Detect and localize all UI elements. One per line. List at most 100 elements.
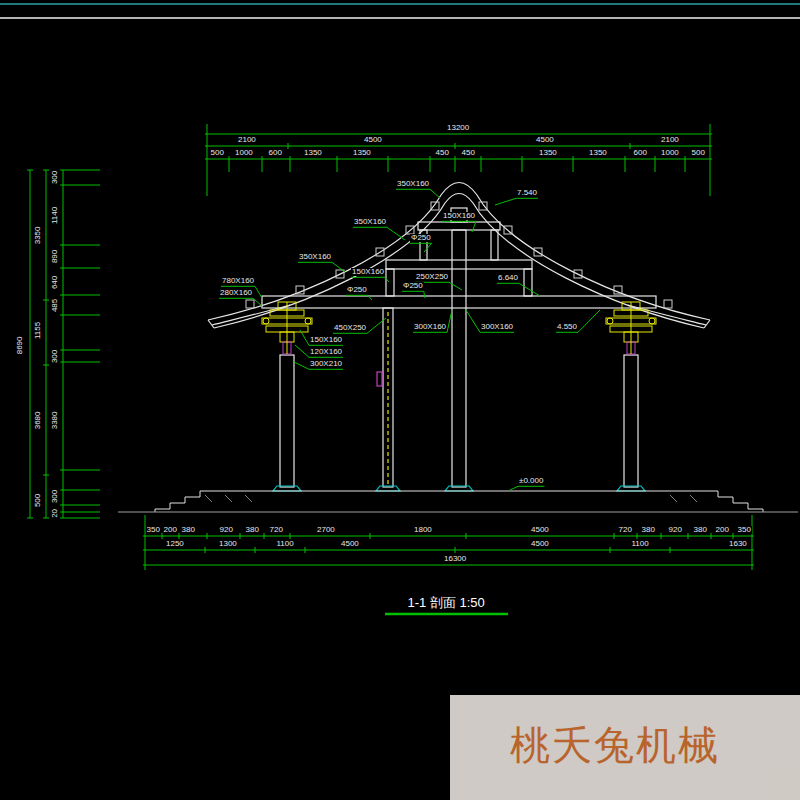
dimension-text: 350 xyxy=(737,526,752,535)
purlin-section xyxy=(431,202,439,210)
timber-frame xyxy=(418,222,500,230)
purlin-section xyxy=(246,202,672,308)
member-callout: 300X210 xyxy=(309,360,343,369)
dimension-lines xyxy=(60,170,100,518)
dimension-text: 20 xyxy=(51,507,60,518)
dimension-text: 2700 xyxy=(316,526,336,535)
member-callout: Φ250 xyxy=(410,234,432,243)
member-callout: 280X160 xyxy=(219,289,253,298)
member-callout: 350X160 xyxy=(396,180,430,189)
dimension-text: 1350 xyxy=(538,149,558,158)
sheet-frame xyxy=(0,4,800,18)
dimension-lines xyxy=(27,124,754,614)
leader-line xyxy=(410,243,432,252)
member-callout: 7.540 xyxy=(516,189,538,198)
purlin-section xyxy=(376,248,384,256)
platform xyxy=(205,495,697,502)
timber-frame xyxy=(491,230,498,260)
bracket-set xyxy=(631,302,632,354)
dimension-text: 8690 xyxy=(16,335,25,355)
dimension-text: 720 xyxy=(618,526,633,535)
dimension-text: 3350 xyxy=(34,225,43,245)
platform xyxy=(118,491,798,512)
dimension-text: 3380 xyxy=(51,410,60,430)
leader-line xyxy=(510,486,544,490)
leader-line xyxy=(413,310,452,332)
dimension-text: 1155 xyxy=(34,320,43,339)
dimension-text: 380 xyxy=(181,526,196,535)
sheet-frame xyxy=(0,17,800,19)
dimension-text: 3680 xyxy=(34,410,43,430)
dimension-text: 1100 xyxy=(631,540,650,549)
dimension-text: 600 xyxy=(633,149,648,158)
purlin-section xyxy=(534,248,542,256)
bracket-set xyxy=(606,302,656,354)
bracket-set xyxy=(607,318,613,324)
dimension-text: 1140 xyxy=(51,205,60,224)
member-callout: 300X160 xyxy=(413,323,447,332)
bracket-set xyxy=(287,302,288,354)
member-callout: 250X250 xyxy=(415,273,449,282)
member-callout: 150X160 xyxy=(309,336,343,345)
watermark-panel xyxy=(450,695,800,800)
dimension-text: 450 xyxy=(461,149,476,158)
dimension-text: 300 xyxy=(51,488,60,503)
dimension-text: 1350 xyxy=(352,149,372,158)
dimension-lines xyxy=(229,156,685,172)
dimension-lines xyxy=(207,124,710,196)
dimension-text: 640 xyxy=(51,274,60,289)
column-base xyxy=(445,486,473,491)
member-callout: 780X160 xyxy=(221,277,255,286)
leader-line xyxy=(298,262,345,272)
member-callout: 350X160 xyxy=(298,253,332,262)
leader-line xyxy=(353,227,405,240)
dimension-text: 4500 xyxy=(535,136,555,145)
purlin-section xyxy=(504,226,512,234)
dimension-text: 500 xyxy=(691,149,706,158)
dimension-text: 600 xyxy=(268,149,283,158)
member-callout: 4.550 xyxy=(556,323,578,332)
member-callout: 150X160 xyxy=(351,268,385,277)
leader-line xyxy=(396,189,440,198)
dimension-lines xyxy=(145,515,752,570)
dimension-text: 890 xyxy=(51,248,60,263)
dimension-text: 4500 xyxy=(340,540,360,549)
dimension-text: 720 xyxy=(269,526,284,535)
dimension-text: 2100 xyxy=(237,136,257,145)
leader-line xyxy=(346,295,372,300)
purlin-section xyxy=(664,300,672,308)
dimension-text: 200 xyxy=(715,526,730,535)
bracket-set xyxy=(649,318,655,324)
roof-outline xyxy=(208,183,710,329)
dimension-lines xyxy=(46,170,47,518)
dimension-text: 1100 xyxy=(276,540,295,549)
timber-frame xyxy=(624,355,638,487)
leader-line xyxy=(556,310,600,332)
dimension-text: 4500 xyxy=(530,526,550,535)
dimension-text: 380 xyxy=(641,526,656,535)
leader-line xyxy=(295,345,343,357)
purlin-section xyxy=(479,202,487,210)
column-base xyxy=(617,486,645,491)
dimension-lines xyxy=(143,536,754,537)
purlin-section xyxy=(574,270,582,278)
member-callout: ±0.000 xyxy=(518,477,544,486)
dimension-lines xyxy=(205,146,712,147)
leader-line xyxy=(219,298,262,306)
column-base xyxy=(273,486,645,491)
dimension-text: 500 xyxy=(34,492,43,507)
dimension-text: 1000 xyxy=(660,149,680,158)
dimension-text: 1300 xyxy=(218,540,238,549)
platform xyxy=(155,491,200,512)
dimension-text: 500 xyxy=(210,149,225,158)
dimension-text: 2100 xyxy=(660,136,680,145)
leader-line xyxy=(351,277,389,282)
dimension-text: 350 xyxy=(146,526,161,535)
member-callout: Φ250 xyxy=(402,282,424,291)
dimension-lines xyxy=(205,159,712,160)
dimension-lines xyxy=(30,170,31,518)
purlin-section xyxy=(296,286,304,294)
bracket-set xyxy=(263,318,269,324)
watermark: 桃夭兔机械 xyxy=(509,723,721,767)
